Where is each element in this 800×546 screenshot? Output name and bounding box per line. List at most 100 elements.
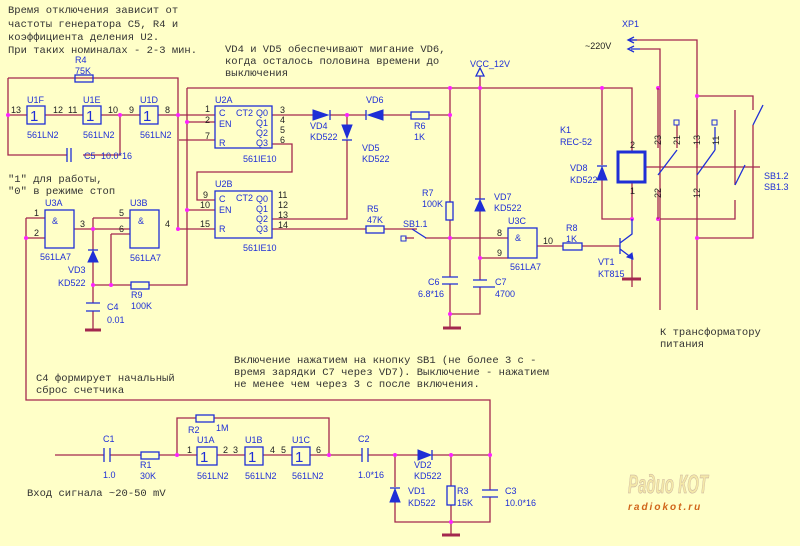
relay-contacts — [657, 88, 764, 219]
svg-text:C1: C1 — [103, 434, 115, 444]
svg-text:XP1: XP1 — [622, 19, 639, 29]
svg-text:VD4 и VD5 обеспечивают мигание: VD4 и VD5 обеспечивают мигание VD6, — [225, 43, 446, 56]
svg-text:6: 6 — [280, 135, 285, 145]
svg-text:100K: 100K — [422, 199, 443, 209]
note-input: Вход сигнала ~20-50 mV — [27, 488, 166, 500]
svg-text:47K: 47K — [367, 215, 383, 225]
note-switch: Включение нажатием на кнопку SB1 (не бол… — [234, 354, 549, 391]
svg-text:9: 9 — [203, 190, 208, 200]
svg-text:U2B: U2B — [215, 179, 233, 189]
svg-text:8: 8 — [165, 105, 170, 115]
svg-text:14: 14 — [278, 220, 288, 230]
svg-text:9: 9 — [129, 105, 134, 115]
svg-text:&: & — [52, 216, 58, 226]
radiokot-logo: Радио КОТ radiokot.ru — [628, 469, 710, 513]
svg-text:выключения: выключения — [225, 68, 288, 80]
svg-text:VD8: VD8 — [570, 163, 588, 173]
svg-text:15K: 15K — [457, 498, 473, 508]
svg-text:radiokot.ru: radiokot.ru — [628, 502, 702, 513]
svg-text:R6: R6 — [414, 121, 426, 131]
svg-text:CT2: CT2 — [236, 108, 253, 118]
svg-text:C5: C5 — [84, 151, 96, 161]
svg-text:12: 12 — [692, 188, 702, 198]
svg-text:1: 1 — [630, 186, 635, 196]
svg-text:Q1: Q1 — [256, 204, 268, 214]
svg-text:561LN2: 561LN2 — [292, 471, 324, 481]
grounds — [85, 277, 641, 537]
svg-text:C4: C4 — [107, 302, 119, 312]
svg-text:561LN2: 561LN2 — [27, 130, 59, 140]
svg-text:R4: R4 — [75, 55, 87, 65]
svg-text:C2: C2 — [358, 434, 370, 444]
wires — [7, 39, 760, 523]
svg-text:VCC_12V: VCC_12V — [470, 59, 510, 69]
svg-text:SB1.3: SB1.3 — [764, 182, 789, 192]
svg-text:KD522: KD522 — [362, 154, 390, 164]
chip-boxes — [26, 105, 538, 466]
svg-text:CT2: CT2 — [236, 193, 253, 203]
svg-text:VD3: VD3 — [68, 265, 86, 275]
svg-text:1: 1 — [86, 108, 94, 125]
svg-text:13: 13 — [278, 210, 288, 220]
svg-text:21: 21 — [672, 135, 682, 145]
svg-text:U3A: U3A — [45, 198, 63, 208]
svg-text:~220V: ~220V — [585, 41, 611, 51]
note-mode: "1" для работы, "0" в режиме стоп — [8, 173, 115, 198]
note-blink: VD4 и VD5 обеспечивают мигание VD6, когд… — [225, 43, 446, 80]
svg-text:R2: R2 — [188, 425, 200, 435]
xp1-connector — [626, 36, 640, 53]
svg-text:VD5: VD5 — [362, 143, 380, 153]
svg-text:При таких номиналах - 2-3 мин.: При таких номиналах - 2-3 мин. — [8, 45, 197, 57]
svg-text:1: 1 — [34, 208, 39, 218]
svg-text:3: 3 — [280, 105, 285, 115]
svg-text:2: 2 — [205, 115, 210, 125]
svg-text:1: 1 — [187, 445, 192, 455]
svg-text:2: 2 — [223, 445, 228, 455]
svg-text:4: 4 — [280, 115, 285, 125]
svg-text:SB1.2: SB1.2 — [764, 171, 789, 181]
svg-text:15: 15 — [200, 219, 210, 229]
svg-text:питания: питания — [660, 339, 704, 351]
svg-text:VD2: VD2 — [414, 460, 432, 470]
svg-text:561LA7: 561LA7 — [510, 262, 541, 272]
svg-text:C3: C3 — [505, 486, 517, 496]
svg-text:U1B: U1B — [245, 435, 263, 445]
svg-text:6.8*16: 6.8*16 — [418, 289, 444, 299]
relay-coil — [616, 150, 647, 184]
svg-text:10.0*16: 10.0*16 — [101, 151, 132, 161]
svg-text:5: 5 — [280, 125, 285, 135]
svg-text:C7: C7 — [495, 277, 507, 287]
svg-text:1K: 1K — [414, 132, 425, 142]
svg-text:U1A: U1A — [197, 435, 215, 445]
svg-text:10.0*16: 10.0*16 — [505, 498, 536, 508]
svg-text:U1E: U1E — [83, 95, 101, 105]
svg-text:R: R — [219, 138, 226, 148]
svg-text:KD522: KD522 — [414, 471, 442, 481]
svg-text:4700: 4700 — [495, 289, 515, 299]
svg-text:VD7: VD7 — [494, 192, 512, 202]
svg-text:1M: 1M — [216, 423, 229, 433]
svg-text:коэффициента деления U2.: коэффициента деления U2. — [8, 31, 159, 44]
svg-text:11: 11 — [68, 105, 77, 115]
svg-text:13: 13 — [11, 105, 21, 115]
capacitors — [66, 148, 498, 498]
svg-text:5: 5 — [281, 445, 286, 455]
svg-text:R3: R3 — [457, 486, 469, 496]
svg-text:4: 4 — [270, 445, 275, 455]
svg-text:2: 2 — [630, 140, 635, 150]
svg-text:75K: 75K — [75, 66, 91, 76]
svg-text:VT1: VT1 — [598, 257, 615, 267]
svg-text:"1" для работы,: "1" для работы, — [8, 173, 103, 186]
svg-text:Включение нажатием на кнопку S: Включение нажатием на кнопку SB1 (не бол… — [234, 354, 536, 367]
svg-text:1: 1 — [200, 449, 208, 466]
svg-text:K1: K1 — [560, 125, 571, 135]
svg-text:сброс счетчика: сброс счетчика — [36, 384, 124, 397]
svg-text:561IE10: 561IE10 — [243, 243, 277, 253]
svg-text:1: 1 — [30, 108, 38, 125]
svg-text:6: 6 — [119, 224, 124, 234]
